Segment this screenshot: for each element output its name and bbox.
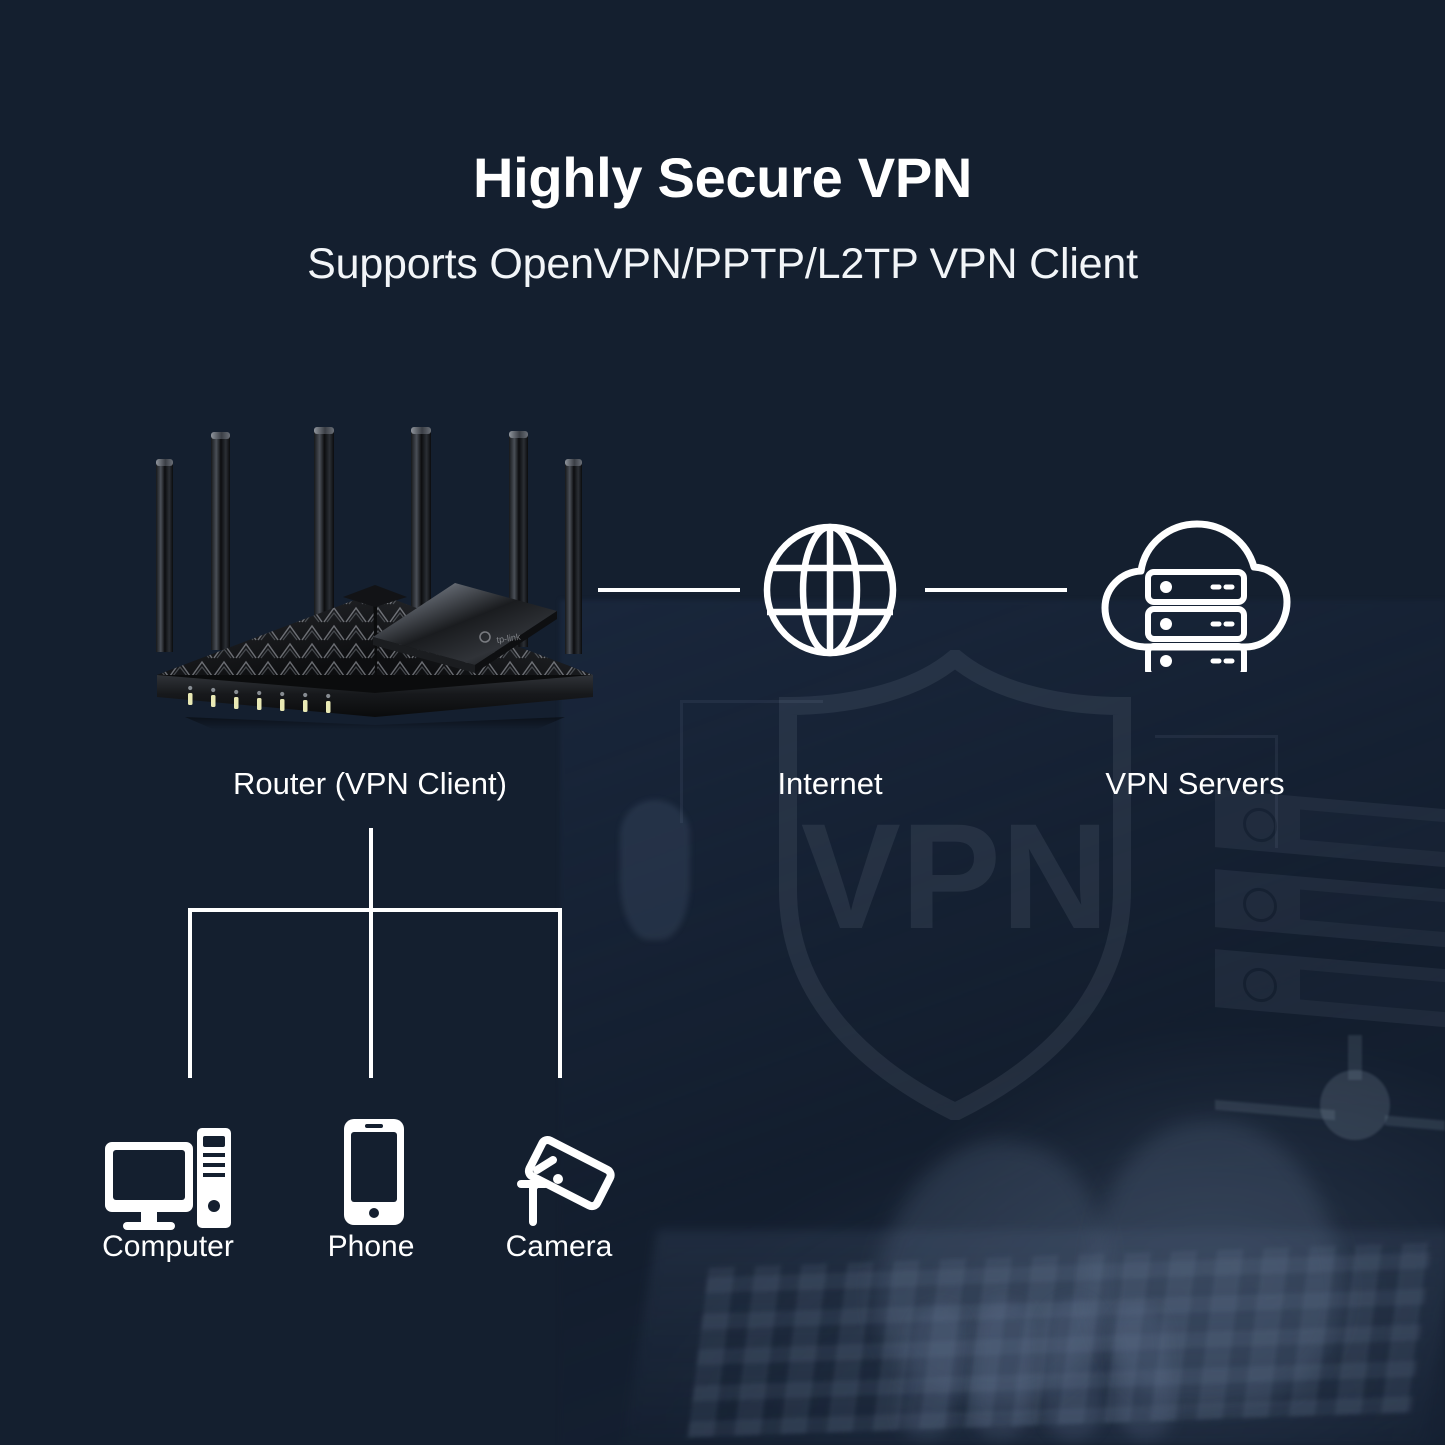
node-label-router: Router (VPN Client) [233, 766, 507, 801]
background-hand-right [1075, 1107, 1355, 1418]
globe-icon [760, 520, 900, 660]
link-internet-servers [925, 588, 1067, 592]
background-keyboard [687, 1242, 1433, 1438]
server-rack-icon [1215, 789, 1445, 1110]
link-router-internet [598, 588, 740, 592]
background-laptop [622, 1230, 1445, 1445]
node-label-servers: VPN Servers [1105, 766, 1285, 801]
background-finger [1109, 1302, 1175, 1443]
page-subtitle: Supports OpenVPN/PPTP/L2TP VPN Client [307, 240, 1138, 288]
background-finger [894, 1301, 971, 1444]
router-gloss-panel: tp-link [373, 583, 557, 673]
node-label-internet: Internet [777, 766, 883, 801]
router-leds [188, 685, 331, 713]
link-bus-camera [558, 908, 562, 1078]
security-camera-icon [515, 1122, 621, 1228]
background-bracket [680, 700, 823, 823]
cloud-server-icon [1095, 512, 1295, 672]
shield-icon: VPN [760, 650, 1150, 1120]
link-bus-computer [188, 908, 192, 1078]
desktop-computer-icon [103, 1122, 231, 1234]
link-router-stem [369, 828, 373, 1078]
background-node [1320, 1070, 1390, 1140]
background-finger [1045, 1300, 1101, 1440]
background-blob [620, 800, 690, 940]
router-front-panel [157, 675, 593, 717]
device-label-phone: Phone [327, 1230, 415, 1263]
background-photo [560, 600, 1445, 1445]
background-connector [1215, 1099, 1335, 1121]
page-title: Highly Secure VPN [472, 146, 973, 209]
device-label-computer: Computer [102, 1230, 234, 1263]
background-hand-left [855, 1118, 1135, 1422]
background-connector [1348, 1035, 1362, 1080]
background-finger [970, 1298, 1036, 1442]
smartphone-icon [343, 1118, 405, 1226]
wifi-router-icon: tp-link [125, 425, 625, 730]
device-label-camera: Camera [505, 1230, 613, 1263]
tp-link-logo: tp-link [496, 632, 522, 645]
shield-vpn-text: VPN [801, 792, 1109, 960]
link-client-bus [188, 908, 562, 912]
router-antennas [156, 427, 582, 654]
background-connector [1385, 1115, 1445, 1131]
